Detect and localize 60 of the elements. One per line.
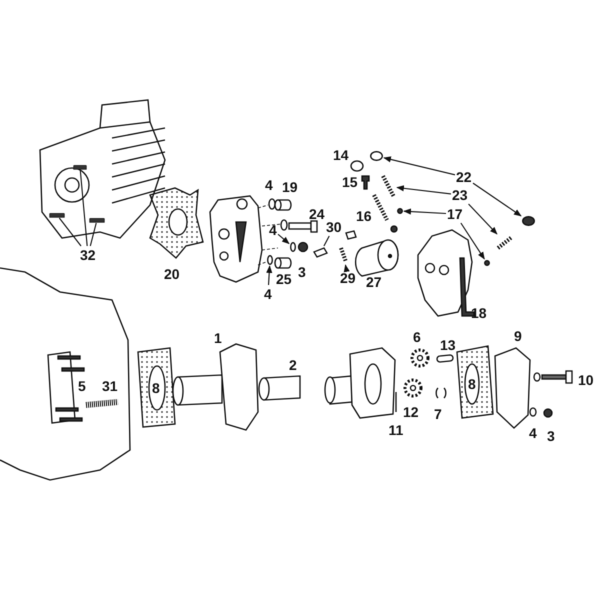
callout-number: 18	[471, 305, 487, 321]
callout-number: 3	[547, 428, 555, 444]
callout-number: 4	[529, 425, 537, 441]
leader-line	[344, 264, 350, 272]
callout-number: 20	[164, 266, 180, 282]
callout-number: 3	[298, 264, 306, 280]
callout-number: 13	[440, 337, 456, 353]
callout-number: 11	[388, 422, 404, 438]
leader-line	[278, 234, 290, 244]
leader-line	[323, 236, 330, 246]
callout-number: 32	[80, 247, 96, 263]
stud-drawing	[90, 218, 104, 222]
callout-number: 16	[356, 208, 372, 224]
leader-line	[468, 204, 498, 235]
callout-number: 15	[342, 174, 358, 190]
callout-number: 2	[289, 357, 297, 373]
callout-number: 6	[413, 329, 421, 345]
callout-number: 24	[309, 206, 325, 222]
callout-number: 14	[333, 147, 349, 163]
callout-number: 12	[403, 404, 419, 420]
end-cap-drawing	[522, 216, 535, 226]
callout-number: 29	[340, 270, 356, 286]
callout-number: 23	[452, 187, 468, 203]
callout-number: 25	[276, 271, 292, 287]
callout-number: 8	[468, 376, 476, 392]
leader-line	[472, 182, 522, 216]
spring-drawing	[339, 246, 348, 264]
callout-number: 8	[152, 380, 160, 396]
ball-drawing	[484, 260, 490, 266]
callout-number: 4	[264, 286, 272, 302]
callout-number: 19	[282, 179, 298, 195]
washer-drawing	[267, 255, 273, 265]
leader-line	[460, 222, 485, 260]
callout-number: 30	[326, 219, 342, 235]
leader-line	[396, 185, 452, 194]
leader-line	[58, 218, 82, 246]
leader-line	[403, 208, 446, 215]
leader-line	[80, 170, 88, 246]
clip-drawing	[313, 247, 328, 258]
spring-drawing	[496, 235, 514, 250]
leader-line	[383, 156, 456, 176]
ball-drawing	[397, 208, 403, 214]
callout-number: 27	[366, 274, 382, 290]
callout-number: 5	[78, 378, 86, 394]
end-cap-drawing	[370, 151, 383, 161]
leader-line	[266, 265, 272, 286]
callout-number: 1	[214, 330, 222, 346]
callout-number: 10	[578, 372, 594, 388]
callout-number: 31	[102, 378, 118, 394]
callout-number: 9	[514, 328, 522, 344]
leader-line	[90, 222, 97, 246]
callout-number: 4	[269, 222, 277, 238]
callout-number: 4	[265, 177, 273, 193]
washer-drawing	[290, 242, 296, 252]
callout-number: 22	[456, 169, 472, 185]
callout-number: 7	[434, 406, 442, 422]
spring-drawing	[381, 174, 396, 199]
stud-drawing	[50, 213, 64, 217]
callout-number: 17	[447, 206, 463, 222]
stud-drawing	[74, 165, 86, 169]
